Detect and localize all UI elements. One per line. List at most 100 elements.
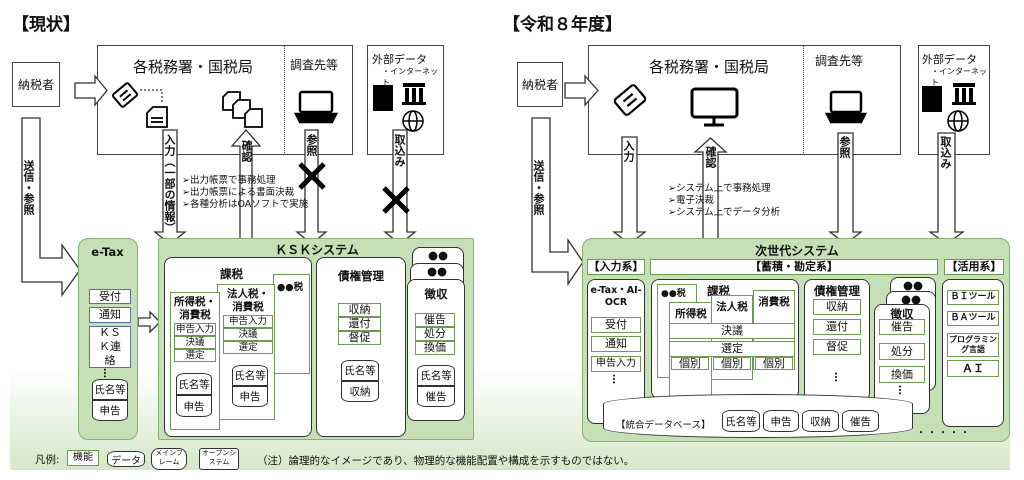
tax-card-income: 所得税・消費税 申告入力 決議 選定 氏名等申告 [170, 292, 220, 430]
data-store: 氏名等収納 [341, 360, 379, 402]
note-item: ➢出力帳票で事務処理 [182, 175, 276, 186]
function-item: 処分 [879, 343, 925, 360]
note-item: ➢システム上でデータ分析 [668, 207, 781, 218]
blocked-x-icon [382, 186, 410, 214]
function-row: 決議 [669, 323, 795, 339]
note-item: ➢システム上で事務処理 [668, 183, 771, 194]
blocked-x-icon [298, 162, 326, 190]
taxpayer-arrow-future [564, 74, 599, 107]
import-label: 取込み [393, 134, 406, 167]
data-store: 氏名等 [722, 410, 760, 432]
tool-ba: ＢＡツール [947, 311, 999, 326]
document-icon [146, 106, 168, 128]
etax-to-ksk-arrow [137, 310, 161, 334]
tab-label: ●● [900, 292, 922, 306]
laptop-icon [293, 90, 339, 124]
ref-label: 参照 [305, 134, 318, 156]
taxation-title: 課税 [707, 284, 730, 298]
function-item: 収納 [813, 299, 861, 315]
tool-programming: プログラミング言語 [947, 333, 999, 357]
taxpayer-label: 納税者 [17, 78, 54, 92]
function-item: 選定 [174, 349, 216, 362]
function-item: 督促 [813, 339, 861, 355]
taxpayer-arrow [74, 74, 108, 107]
function-item: 催告 [879, 319, 925, 335]
send-ref-label: 送信・参照 [532, 160, 545, 215]
receivables-panel: 債権管理 収納 還付 督促 氏名等収納 [316, 257, 406, 437]
function-item: 処分 [415, 327, 455, 341]
tax-card-other: ●●税 [273, 274, 310, 374]
function-item: 受付 [591, 317, 641, 333]
taxpayer-box-future: 納税者 [517, 62, 563, 107]
tab-label: ●● [902, 278, 924, 292]
ksk-system: ＫＳＫシステム 課税 ●●税 法人税・消費税 申告入力 決議 選定 氏名等申告 … [158, 238, 474, 440]
function-item: 決議 [223, 328, 273, 341]
notepad-icon [112, 82, 138, 108]
function-ksk-link: ＫＳＫ連絡 [89, 326, 131, 368]
divider [803, 46, 804, 153]
function-item: 決議 [174, 336, 216, 349]
note-item: ➢電子決裁 [668, 195, 714, 206]
current-heading: 【現状】 [12, 15, 80, 35]
laptop-icon [824, 90, 868, 124]
notepad-icon [613, 84, 647, 116]
monitor-icon [690, 87, 739, 127]
confirm-arrow [230, 129, 262, 241]
divider [284, 46, 285, 153]
confirm-label: 確認 [704, 146, 717, 168]
function-item: 通知 [591, 336, 641, 352]
external-sub: ・インターネット [382, 67, 438, 87]
section-use: 【活用系】 [944, 259, 1004, 275]
function-item: 還付 [813, 319, 861, 335]
notes-list: ➢出力帳票で事務処理 ➢出力帳票による書面決裁 ➢各種分析はOAソフトで実施 [182, 175, 308, 211]
tax-card-title: 消費税 [758, 296, 790, 308]
function-item: 申告入力 [591, 356, 641, 372]
data-store: 氏名等申告 [176, 373, 212, 417]
confirm-arrow-future [693, 137, 728, 241]
taxpayer-label: 納税者 [521, 78, 558, 92]
ellipsis: … [101, 368, 112, 378]
input-label: 入力（一部の情報） [163, 134, 176, 233]
external-sub: ・インターネット [931, 67, 987, 87]
integrated-database: 【統合データベース】 氏名等 申告 収納 催告 [603, 394, 913, 438]
function-individual: 個別 [671, 357, 709, 370]
function-row: 選定 [669, 341, 795, 357]
legend-function: 機能 [67, 450, 99, 466]
tax-card-title: 所得税 [675, 308, 707, 320]
research-label: 調査先等 [290, 58, 339, 72]
tool-ai: ＡＩ [947, 360, 999, 377]
collection-panel: 徴収 催告 処分 換価 … [874, 304, 930, 414]
use-column: ＢＩツール ＢＡツール プログラミング言語 ＡＩ [942, 279, 1004, 427]
tab-label: ●● [426, 264, 448, 278]
etax-title: e-Tax [91, 245, 124, 259]
send-ref-arrow [21, 117, 81, 298]
tax-card-title: ●●税 [661, 289, 686, 299]
tax-card-corporate: 法人税・消費税 申告入力 決議 選定 氏名等申告 [217, 284, 275, 420]
globe-icon [947, 110, 969, 132]
tax-card-title: 所得税・消費税 [174, 296, 216, 321]
send-ref-arrow-future [531, 117, 584, 287]
database-title: 【統合データベース】 [616, 420, 711, 431]
send-ref-label: 送信・参照 [22, 160, 35, 215]
tool-bi: ＢＩツール [947, 290, 999, 305]
function-individual: 個別 [755, 357, 793, 370]
system-title: 次世代システム [755, 244, 839, 258]
ellipsis: ・・・・・ [916, 428, 971, 439]
next-gen-system: 次世代システム 【入力系】 【蓄積・勘定系】 【活用系】 e-Tax・AI-OC… [582, 238, 1010, 442]
legend-open-system: オープンシステム [199, 448, 239, 470]
collection-panel: 徴収 催告 処分 換価 氏名等催告 [407, 279, 465, 421]
building-icon [373, 83, 426, 111]
import-label: 取込み [939, 136, 952, 169]
receivables-title: 債権管理 [814, 284, 860, 298]
data-store: 氏名等申告 [92, 379, 128, 421]
ellipsis: … [896, 385, 907, 395]
collection-title: 徴収 [890, 307, 914, 321]
taxation-panel: 課税 ●●税 所得税 法人税 消費税 決議 選定 個別 個別 個別 [651, 279, 799, 399]
external-title: 外部データ [922, 53, 977, 66]
taxation-title: 課税 [220, 267, 243, 281]
function-item: 還付 [338, 317, 381, 331]
legend-data: データ [107, 451, 145, 467]
input-title: e-Tax・AI-OCR [590, 285, 642, 308]
data-store: 氏名等催告 [417, 365, 455, 407]
function-notice: 通知 [89, 307, 131, 323]
